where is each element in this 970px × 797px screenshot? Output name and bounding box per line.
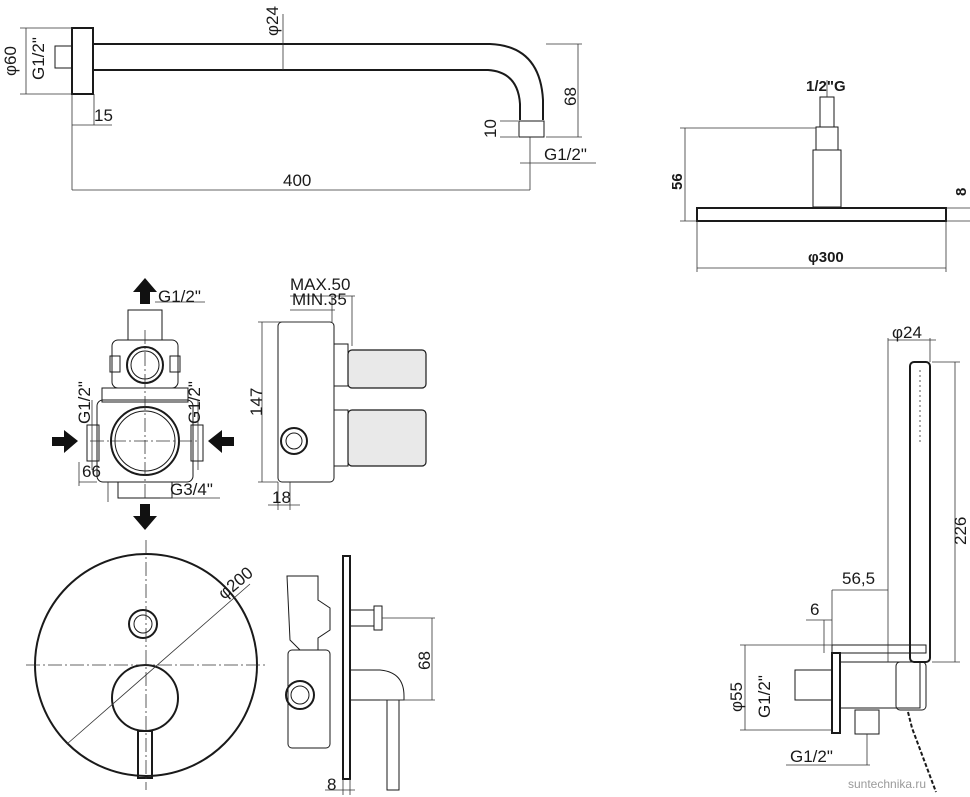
- arrow-right-icon: [52, 430, 78, 453]
- diverter-knob: [128, 609, 158, 639]
- lever-handle: [137, 730, 153, 779]
- arrow-down-icon: [133, 504, 157, 530]
- arm-pipe-inner: [93, 69, 521, 120]
- head-height-label: 56: [669, 173, 686, 190]
- arm-outlet-nut: [518, 120, 545, 138]
- height-label: 147: [247, 388, 266, 416]
- shower-head-view: 1/2"G 56 8 φ300: [669, 78, 970, 272]
- arm-flange-diameter-label: φ60: [1, 46, 20, 76]
- width-label: 66: [82, 462, 101, 481]
- lever-base: [111, 664, 179, 732]
- head-connector: [812, 149, 842, 208]
- shower-arm-view: φ24 φ60 G1/2" 15 400 68 10 G1/2": [1, 6, 596, 191]
- wall-inlet: [794, 669, 833, 701]
- max-label: MAX.50: [290, 275, 350, 294]
- side-body: [277, 321, 335, 483]
- head-thread-label: 1/2"G: [806, 78, 846, 95]
- hand-shower-view: φ24 226 56,5 6 φ55 G1/2" G1/2": [727, 323, 970, 793]
- side-valve-body: [287, 649, 331, 749]
- arm-wall-flange: [71, 27, 94, 95]
- hand-wall-thread-label: G1/2": [755, 675, 774, 718]
- arm-pipe-outer: [93, 43, 544, 120]
- arrow-left-icon: [208, 430, 234, 453]
- arm-inlet-thread: [54, 45, 73, 69]
- cover-height-label: 68: [415, 651, 434, 670]
- hand-offset-label: 56,5: [842, 569, 875, 588]
- cover-plate-side-view: 68 8: [285, 555, 435, 795]
- cover-thickness-label: 8: [327, 775, 336, 794]
- arm-height-label: 68: [561, 87, 580, 106]
- head-diameter-label: φ300: [808, 249, 844, 266]
- arrow-up-icon: [133, 278, 157, 304]
- arm-inlet-thread-label: G1/2": [29, 37, 48, 80]
- side-lever: [386, 699, 400, 791]
- min-label: MIN.35: [292, 290, 347, 309]
- side-lever-base: [349, 669, 405, 701]
- hand-outlet-diameter-label: φ55: [727, 682, 746, 712]
- head-plate: [696, 207, 947, 222]
- side-cap-upper: [347, 349, 427, 389]
- right-thread-label: G1/2": [185, 381, 204, 424]
- cover-plate-front-view: φ200: [26, 540, 266, 790]
- arm-offset-label: 15: [94, 106, 113, 125]
- arm-outlet-offset-label: 10: [481, 119, 500, 138]
- arm-length-label: 400: [283, 171, 311, 190]
- hose: [907, 711, 937, 793]
- hand-hose-thread-label: G1/2": [790, 747, 833, 766]
- mixer-body-front-view: G1/2" G1/2" G1/2" 66 G3/4": [52, 278, 234, 530]
- wall-flange: [831, 652, 841, 734]
- side-port: [280, 427, 308, 455]
- holder-body: [895, 661, 927, 711]
- hose-outlet: [854, 709, 880, 735]
- hand-diameter-label: φ24: [892, 323, 922, 342]
- top-thread-label: G1/2": [158, 287, 201, 306]
- mixer-body-side-view: MAX.50 MIN.35 147 18: [247, 275, 427, 510]
- head-thread: [819, 96, 835, 128]
- head-thickness-label: 8: [953, 188, 970, 196]
- left-thread-label: G1/2": [75, 381, 94, 424]
- arm-outlet-thread-label: G1/2": [544, 145, 587, 164]
- side-cap-lower: [347, 409, 427, 467]
- depth-label: 18: [272, 488, 291, 507]
- arm-diameter-label: φ24: [263, 6, 282, 36]
- cover-side-plate: [342, 555, 351, 780]
- hand-flange-label: 6: [810, 600, 819, 619]
- watermark: suntechnika.ru: [848, 777, 926, 791]
- bottom-thread-label: G3/4": [170, 480, 213, 499]
- hand-length-label: 226: [951, 517, 970, 545]
